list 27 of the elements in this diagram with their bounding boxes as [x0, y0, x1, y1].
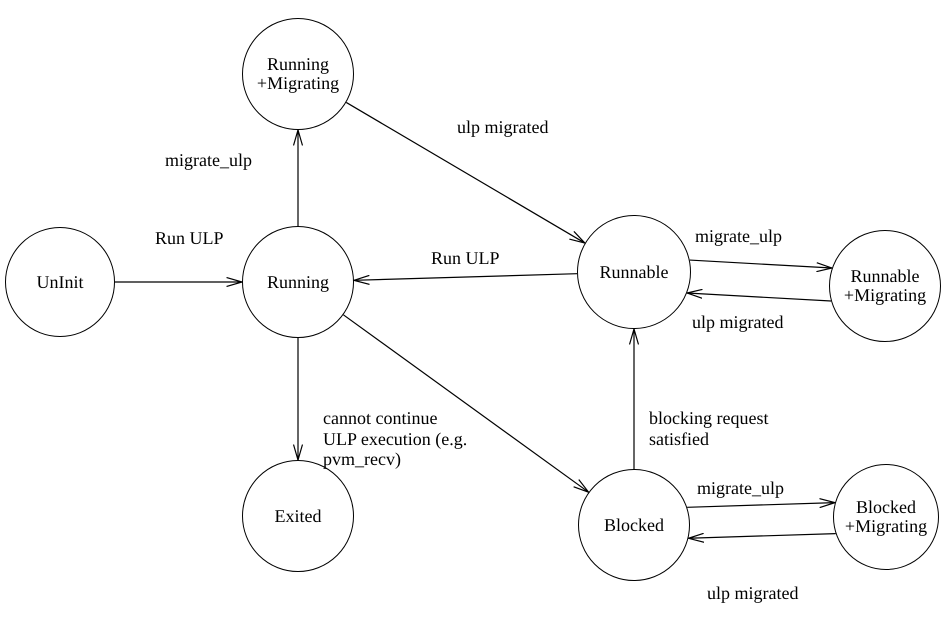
edge-label: migrate_ulp [695, 226, 782, 247]
arrow [292, 129, 304, 226]
edge-label: blocking request satisfied [649, 408, 770, 450]
arrow [688, 532, 836, 543]
edge-label: ulp migrated [457, 117, 548, 138]
edge-label: Run ULP [431, 248, 500, 269]
arrow [346, 102, 586, 244]
edge-label: migrate_ulp [165, 150, 252, 171]
arrow [292, 338, 304, 461]
edge-label: ulp migrated [707, 583, 798, 604]
state-circle: Blocked [578, 469, 690, 581]
state-circle: UnInit [5, 227, 115, 337]
state-circle: Runnable +Migrating [829, 230, 941, 342]
arrow [343, 314, 590, 493]
arrow [687, 498, 836, 508]
state-circle: Running +Migrating [242, 18, 354, 130]
arrow [628, 328, 640, 469]
arrow [690, 259, 833, 272]
arrow [115, 276, 243, 288]
arrow [686, 288, 832, 302]
arrow [353, 273, 578, 285]
edge-label: ulp migrated [692, 312, 784, 333]
state-circle: Runnable [577, 215, 691, 329]
state-circle: Running [242, 226, 354, 338]
state-circle: Blocked +Migrating [833, 464, 939, 570]
edge-label: Run ULP [155, 228, 224, 249]
edge-label: migrate_ulp [697, 478, 784, 499]
